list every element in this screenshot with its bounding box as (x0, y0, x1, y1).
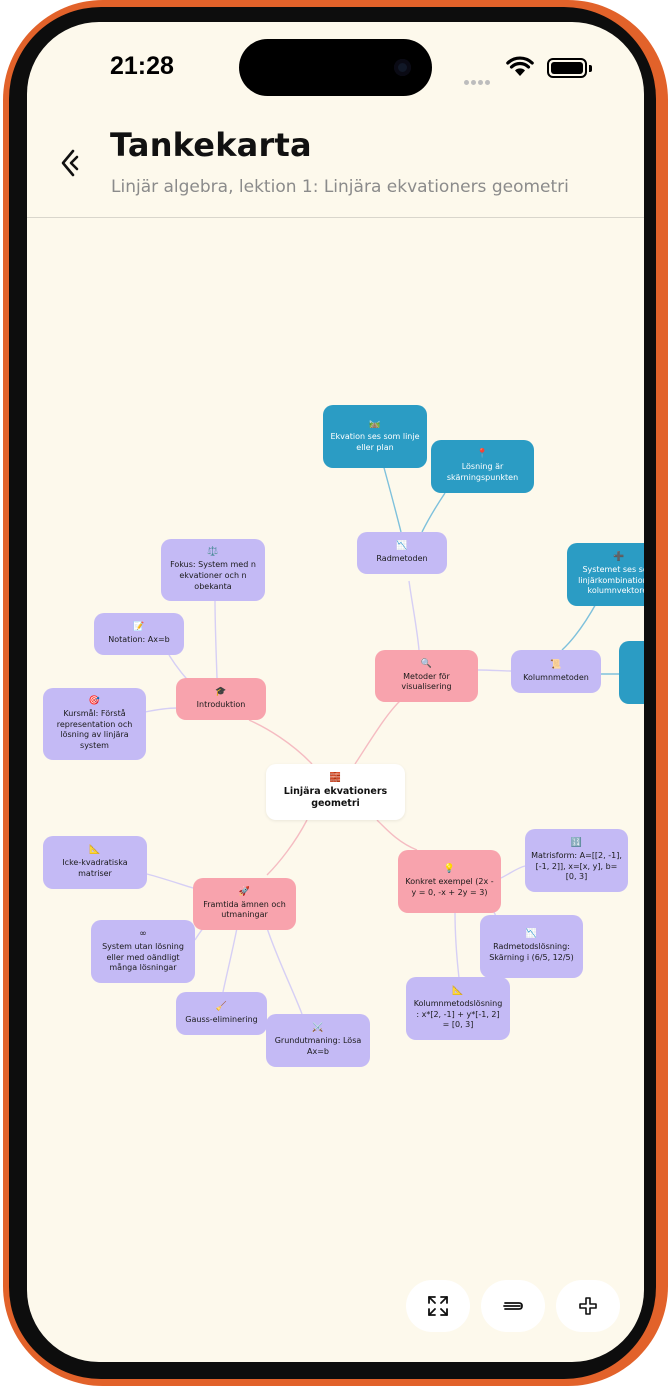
dynamic-island (239, 39, 432, 96)
target-icon: 🎯 (88, 696, 101, 706)
node-label: Matrisform: A=[[2, -1], [-1, 2]], x=[x, … (531, 850, 622, 882)
expand-arrows-icon (428, 1296, 448, 1316)
camera-icon (394, 59, 411, 76)
pin-icon: 📍 (476, 449, 489, 460)
node-introduktion[interactable]: 🎓 Introduktion (176, 678, 266, 720)
node-label: Konkret exempel (2x - y = 0, -x + 2y = 3… (405, 877, 494, 897)
edge-root-konkret (376, 819, 418, 851)
broom-icon: 🧹 (215, 1001, 228, 1012)
page-title: Tankekarta (110, 126, 312, 164)
node-label: Kursmål: Förstå representation och lösni… (56, 708, 133, 751)
node-label: Notation: Ax=b (108, 635, 170, 644)
node-losning-skarning[interactable]: 📍 Lösning är skärningspunkten (431, 440, 534, 493)
edge-introduktion-fokus (214, 599, 218, 679)
numbers-icon: 🔢 (570, 837, 583, 848)
memo-icon: 📝 (133, 622, 145, 633)
edge-framtida-gauss (222, 927, 238, 993)
chevron-left-icon (61, 149, 79, 177)
node-gauss[interactable]: 🧹 Gauss-eliminering (176, 992, 267, 1035)
node-label: Gauss-eliminering (185, 1014, 258, 1024)
node-label: Systemet ses som linjärkombination av ko… (578, 564, 644, 596)
brick-icon: 🧱 (329, 772, 342, 783)
node-grundutmaning[interactable]: ⚔️ Grundutmaning: Lösa Ax=b (266, 1014, 370, 1067)
node-label: System utan lösning eller med oändligt m… (102, 941, 184, 973)
node-label: Kolumnmetodslösning : x*[2, -1] + y*[-1,… (413, 998, 503, 1030)
node-framtida[interactable]: 🚀 Framtida ämnen och utmaningar (193, 878, 296, 930)
node-label: Radmetoden (376, 554, 428, 563)
node-label: Icke-kvadratiska matriser (62, 858, 128, 878)
node-label: Fokus: System med n ekvationer och n obe… (170, 560, 256, 591)
mindmap-canvas[interactable]: 🧱 Linjära ekvationers geometri 🎓 Introdu… (27, 218, 644, 1362)
node-systemet-ses[interactable]: ➕ Systemet ses som linjärkombination av … (567, 543, 644, 606)
node-label: Kolumnmetoden (523, 672, 589, 682)
battery-icon (547, 58, 592, 78)
back-button[interactable] (57, 146, 87, 180)
triangle-ruler-icon: 📐 (452, 985, 464, 996)
wifi-icon (506, 56, 534, 76)
zoom-out-button[interactable] (481, 1280, 545, 1332)
node-matrisform[interactable]: 🔢 Matrisform: A=[[2, -1], [-1, 2]], x=[x… (525, 829, 628, 892)
cellular-signal-icon (464, 70, 492, 89)
node-label: Metoder för visualisering (401, 671, 452, 692)
node-icke-kvadratiska[interactable]: 📐 Icke-kvadratiska matriser (43, 836, 147, 889)
node-kolumnmetoden[interactable]: 📜 Kolumnmetoden (511, 650, 601, 693)
scroll-icon: 📜 (550, 659, 562, 670)
node-kursmal[interactable]: 🎯 Kursmål: Förstå representation och lös… (43, 688, 146, 760)
plus-icon (579, 1297, 597, 1315)
header-divider (27, 217, 644, 218)
edge-konkret-matrisform (500, 865, 526, 879)
swords-icon: ⚔️ (312, 1023, 324, 1034)
node-label: Grundutmaning: Lösa Ax=b (274, 1036, 362, 1056)
node-label: Radmetodslösning: Skärning i (6/5, 12/5) (489, 942, 574, 962)
edge-radmetoden-losning (421, 492, 446, 533)
edge-kolumnmetoden-systemet (561, 601, 598, 651)
edge-metoder-kolumnmetoden (477, 669, 512, 672)
node-konkret[interactable]: 💡 Konkret exempel (2x - y = 0, -x + 2y =… (398, 850, 501, 913)
rocket-icon: 🚀 (238, 886, 251, 897)
infinity-icon: ∞ (139, 928, 147, 939)
chart-down-icon: 📉 (396, 541, 408, 552)
node-label: Framtida ämnen och utmaningar (203, 899, 286, 920)
node-fokus[interactable]: ⚖️ Fokus: System med n ekvationer och n … (161, 539, 265, 601)
node-label: Ekvation ses som linje eller plan (330, 432, 420, 452)
mindmap-root-node[interactable]: 🧱 Linjära ekvationers geometri (266, 764, 405, 820)
edge-root-introduktion (248, 719, 313, 765)
minus-icon (503, 1302, 523, 1310)
page-subtitle: Linjär algebra, lektion 1: Linjära ekvat… (111, 177, 569, 197)
node-label: Introduktion (196, 700, 246, 709)
edge-framtida-icke (146, 873, 194, 889)
edge-metoder-radmetoden (408, 580, 420, 651)
mindmap-edges (144, 463, 619, 1015)
edge-framtida-grundutmaning (266, 927, 303, 1015)
screen: 21:28 Tankekarta Linjär algebra, lektion… (27, 22, 644, 1362)
node-radmetodslosning[interactable]: 📉 Radmetodslösning: Skärning i (6/5, 12/… (480, 915, 583, 978)
edge-radmetoden-ekvation (382, 463, 402, 533)
status-time: 21:28 (110, 52, 174, 80)
node-notation[interactable]: 📝 Notation: Ax=b (94, 613, 184, 655)
zoom-in-button[interactable] (556, 1280, 620, 1332)
edge-root-metoder (354, 699, 402, 765)
status-icons (464, 56, 594, 85)
node-system-utan[interactable]: ∞ System utan lösning eller med oändligt… (91, 920, 195, 983)
edge-introduktion-kursmal (144, 707, 178, 713)
node-ekvation-linje[interactable]: 🛤️ Ekvation ses som linje eller plan (323, 405, 427, 468)
fit-to-screen-button[interactable] (406, 1280, 470, 1332)
magnifier-icon: 🔍 (420, 658, 433, 669)
triangle-ruler-icon: 📐 (89, 845, 101, 856)
chart-down-icon: 📉 (525, 929, 538, 940)
node-kol-partial[interactable]: kol (619, 641, 644, 704)
lightbulb-icon: 💡 (443, 864, 456, 875)
edge-konkret-kolumnmetodslosning (454, 911, 460, 979)
plus-icon: ➕ (613, 551, 625, 562)
scales-icon: ⚖️ (207, 547, 219, 558)
node-radmetoden[interactable]: 📉 Radmetoden (357, 532, 447, 574)
node-label: Linjära ekvationers geometri (283, 785, 388, 810)
node-kolumnmetodslosning[interactable]: 📐 Kolumnmetodslösning : x*[2, -1] + y*[-… (406, 977, 510, 1040)
edge-root-framtida (266, 819, 308, 876)
node-metoder[interactable]: 🔍 Metoder för visualisering (375, 650, 478, 702)
railway-icon: 🛤️ (369, 419, 381, 430)
graduation-cap-icon: 🎓 (215, 687, 227, 698)
node-label: Lösning är skärningspunkten (446, 462, 519, 482)
